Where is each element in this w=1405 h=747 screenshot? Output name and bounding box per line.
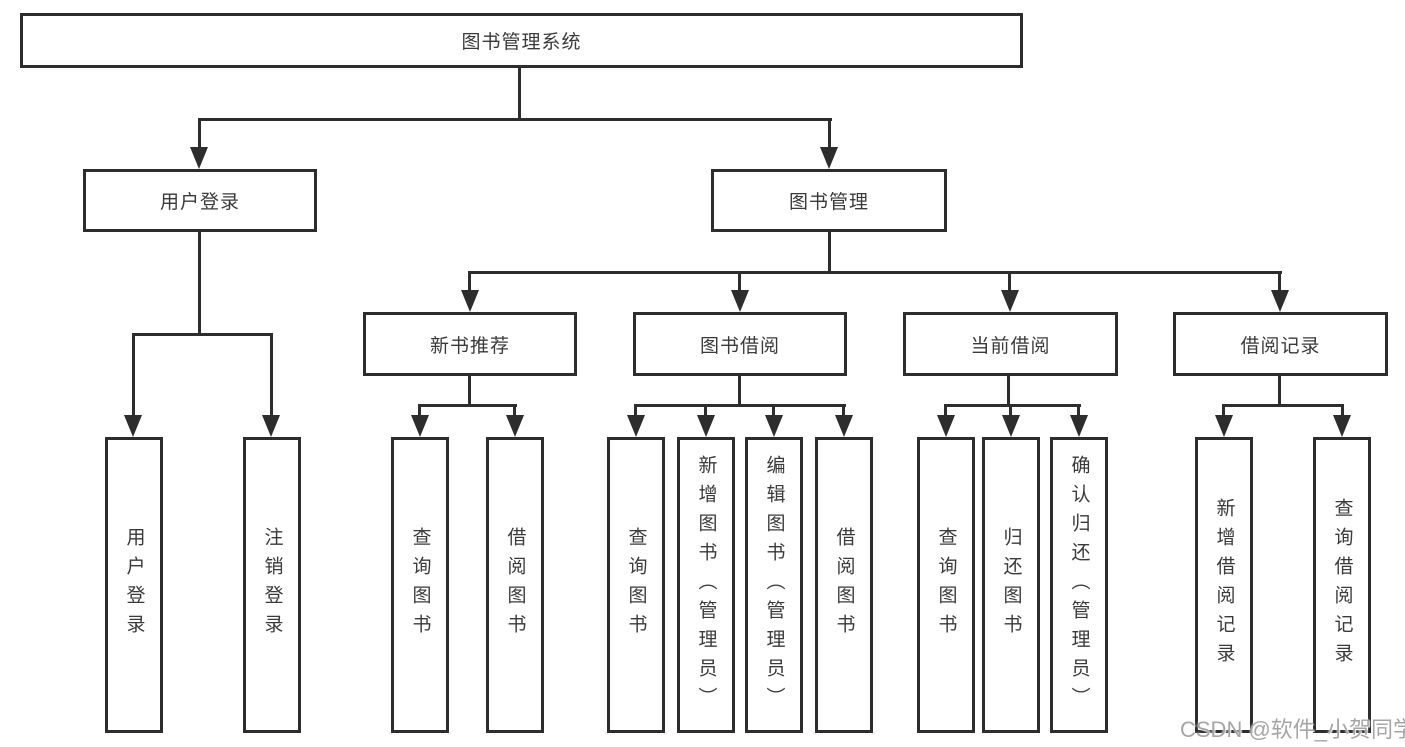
leaf-add-borrow-record: 新增借阅记录 <box>1195 437 1253 733</box>
connector-section-drop <box>468 271 471 292</box>
connector-leaf-drop <box>944 404 947 418</box>
node-root: 图书管理系统 <box>20 13 1023 68</box>
node-borrow-record: 借阅记录 <box>1173 312 1388 376</box>
arrowhead-section <box>1001 290 1019 312</box>
connector-leaf-drop <box>1341 404 1344 418</box>
arrowhead-book-management <box>820 147 838 169</box>
leaf-confirm-return-admin: 确认归还（管理员） <box>1050 437 1108 733</box>
leaf-return-book: 归还图书 <box>982 437 1040 733</box>
node-current-borrow-label: 当前借阅 <box>970 335 1051 357</box>
connector-user-login-bus <box>132 333 273 336</box>
connector-section-stem <box>1007 374 1010 406</box>
node-new-book-recommend: 新书推荐 <box>363 312 577 376</box>
node-root-label: 图书管理系统 <box>461 32 582 53</box>
connector-section-stem <box>468 374 471 406</box>
node-user-login: 用户登录 <box>83 169 317 232</box>
connector-root-stem <box>518 66 521 120</box>
connector-level3-bus <box>468 271 1282 274</box>
leaf-borrow-book-1: 借阅图书 <box>486 437 544 733</box>
arrowhead-section <box>1271 290 1289 312</box>
connector-leaf-drop <box>1009 404 1012 418</box>
connector-section-drop <box>1278 271 1281 292</box>
connector-section-drop <box>1008 271 1011 292</box>
node-new-book-recommend-label: 新书推荐 <box>429 335 510 357</box>
leaf-label: 查询图书 <box>935 527 957 643</box>
arrowhead-leaf <box>506 415 524 437</box>
arrowhead-leaf <box>835 415 853 437</box>
connector-leaf-drop <box>1077 404 1080 418</box>
node-book-management: 图书管理 <box>711 169 947 232</box>
arrowhead-section <box>461 290 479 312</box>
arrowhead-leaf <box>124 415 142 437</box>
arrowhead-leaf <box>937 415 955 437</box>
arrowhead-section <box>731 290 749 312</box>
leaf-label: 查询图书 <box>409 527 431 643</box>
connector-section-stem <box>738 374 741 406</box>
arrowhead-leaf <box>411 415 429 437</box>
leaf-borrow-book-2: 借阅图书 <box>815 437 873 733</box>
arrowhead-leaf <box>1070 415 1088 437</box>
leaf-logout: 注销登录 <box>243 437 301 733</box>
leaf-label: 注销登录 <box>261 527 283 643</box>
leaf-query-borrow-record: 查询借阅记录 <box>1313 437 1371 733</box>
connector-leaf-bus <box>418 404 517 407</box>
leaf-label: 确认归还（管理员） <box>1068 454 1090 716</box>
node-current-borrow: 当前借阅 <box>903 312 1118 376</box>
leaf-query-book-3: 查询图书 <box>917 437 975 733</box>
leaf-label: 归还图书 <box>1000 527 1022 643</box>
connector-leaf-drop <box>772 404 775 418</box>
connector-leaf-drop <box>513 404 516 418</box>
connector-leaf-drop <box>132 333 135 417</box>
connector-leaf-drop <box>704 404 707 418</box>
connector-section-stem <box>1278 374 1281 406</box>
arrowhead-leaf <box>697 415 715 437</box>
csdn-watermark: CSDN @软件_小贺同学 <box>1180 717 1405 742</box>
connector-leaf-drop <box>634 404 637 418</box>
connector-leaf-drop <box>270 333 273 417</box>
leaf-label: 编辑图书（管理员） <box>763 454 785 716</box>
connector-section-drop <box>738 271 741 292</box>
leaf-user-login: 用户登录 <box>105 437 163 733</box>
leaf-label: 查询借阅记录 <box>1331 498 1353 672</box>
arrowhead-leaf <box>262 415 280 437</box>
connector-book-management-stem <box>828 230 831 273</box>
connector-user-login-drop <box>198 118 201 148</box>
arrowhead-leaf <box>1215 415 1233 437</box>
node-book-borrow-label: 图书借阅 <box>699 335 780 357</box>
leaf-label: 借阅图书 <box>833 527 855 643</box>
leaf-add-book-admin: 新增图书（管理员） <box>677 437 735 733</box>
connector-leaf-bus <box>634 404 846 407</box>
leaf-label: 新增借阅记录 <box>1213 498 1235 672</box>
node-borrow-record-label: 借阅记录 <box>1240 335 1321 357</box>
arrowhead-leaf <box>627 415 645 437</box>
leaf-label: 用户登录 <box>123 527 145 643</box>
connector-leaf-bus <box>944 404 1081 407</box>
connector-leaf-drop <box>1222 404 1225 418</box>
connector-leaf-bus <box>1222 404 1344 407</box>
leaf-label: 借阅图书 <box>504 527 526 643</box>
connector-book-management-drop <box>828 118 831 148</box>
arrowhead-leaf <box>1002 415 1020 437</box>
leaf-label: 查询图书 <box>625 527 647 643</box>
arrowhead-leaf <box>765 415 783 437</box>
connector-level2-bus <box>198 118 832 121</box>
node-user-login-label: 用户登录 <box>159 192 240 213</box>
connector-leaf-drop <box>418 404 421 418</box>
leaf-edit-book-admin: 编辑图书（管理员） <box>745 437 803 733</box>
node-book-borrow: 图书借阅 <box>633 312 847 376</box>
leaf-query-book-1: 查询图书 <box>391 437 449 733</box>
leaf-query-book-2: 查询图书 <box>607 437 665 733</box>
node-book-management-label: 图书管理 <box>788 192 869 213</box>
arrowhead-leaf <box>1333 415 1351 437</box>
arrowhead-user-login <box>190 147 208 169</box>
connector-leaf-drop <box>842 404 845 418</box>
leaf-label: 新增图书（管理员） <box>695 454 717 716</box>
connector-user-login-stem <box>198 230 201 335</box>
